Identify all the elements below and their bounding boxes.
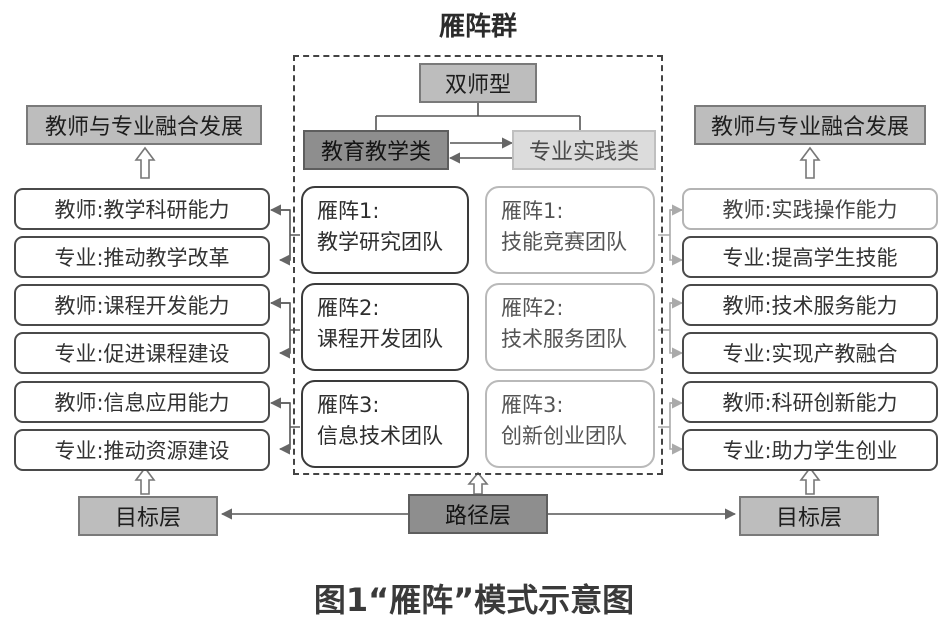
left-item-4: 专业:促进课程建设 (14, 332, 270, 374)
right-item-2: 专业:提高学生技能 (682, 236, 938, 278)
team-left-1-line1: 雁阵1: (317, 199, 380, 223)
up-arrow-right-goal (799, 146, 821, 179)
team-right-2: 雁阵2: 技术服务团队 (485, 283, 655, 371)
right-item-1: 教师:实践操作能力 (682, 188, 938, 230)
category-practice: 专业实践类 (512, 130, 656, 170)
path-layer: 路径层 (408, 494, 548, 534)
right-item-6: 专业:助力学生创业 (682, 429, 938, 471)
team-left-3-line1: 雁阵3: (317, 393, 380, 417)
team-right-3-line1: 雁阵3: (501, 393, 564, 417)
left-item-2: 专业:推动教学改革 (14, 236, 270, 278)
group-title: 雁阵群 (438, 12, 517, 42)
right-item-4: 专业:实现产教融合 (682, 332, 938, 374)
category-education: 教育教学类 (303, 130, 449, 170)
team-right-3: 雁阵3: 创新创业团队 (485, 380, 655, 468)
left-item-5: 教师:信息应用能力 (14, 381, 270, 423)
up-arrow-left-goal (134, 146, 156, 179)
right-goal-box: 教师与专业融合发展 (694, 105, 926, 145)
right-item-5: 教师:科研创新能力 (682, 381, 938, 423)
team-left-1: 雁阵1: 教学研究团队 (301, 186, 469, 274)
left-item-6: 专业:推动资源建设 (14, 429, 270, 471)
right-item-3: 教师:技术服务能力 (682, 284, 938, 326)
up-arrow-left-target (134, 466, 156, 495)
left-target-layer: 目标层 (78, 496, 218, 536)
left-item-3: 教师:课程开发能力 (14, 284, 270, 326)
team-left-3-line2: 信息技术团队 (317, 424, 443, 448)
team-left-3: 雁阵3: 信息技术团队 (301, 380, 469, 468)
group-boundary (293, 55, 663, 475)
team-left-2: 雁阵2: 课程开发团队 (301, 283, 469, 371)
team-left-1-line2: 教学研究团队 (317, 230, 443, 254)
team-left-2-line1: 雁阵2: (317, 296, 380, 320)
team-right-1-line2: 技能竞赛团队 (501, 230, 627, 254)
team-right-3-line2: 创新创业团队 (501, 424, 627, 448)
left-item-1: 教师:教学科研能力 (14, 188, 270, 230)
figure-caption: 图1“雁阵”模式示意图 (313, 581, 635, 619)
left-goal-box: 教师与专业融合发展 (26, 105, 262, 145)
team-right-2-line2: 技术服务团队 (501, 327, 627, 351)
team-right-1: 雁阵1: 技能竞赛团队 (485, 186, 655, 274)
team-left-2-line2: 课程开发团队 (317, 327, 443, 351)
connector-top-split (375, 103, 581, 130)
right-target-layer: 目标层 (739, 496, 879, 536)
team-right-2-line1: 雁阵2: (501, 296, 564, 320)
double-teacher-box: 双师型 (419, 63, 537, 103)
team-right-1-line1: 雁阵1: (501, 199, 564, 223)
up-arrow-path (467, 471, 489, 495)
up-arrow-right-target (799, 466, 821, 495)
